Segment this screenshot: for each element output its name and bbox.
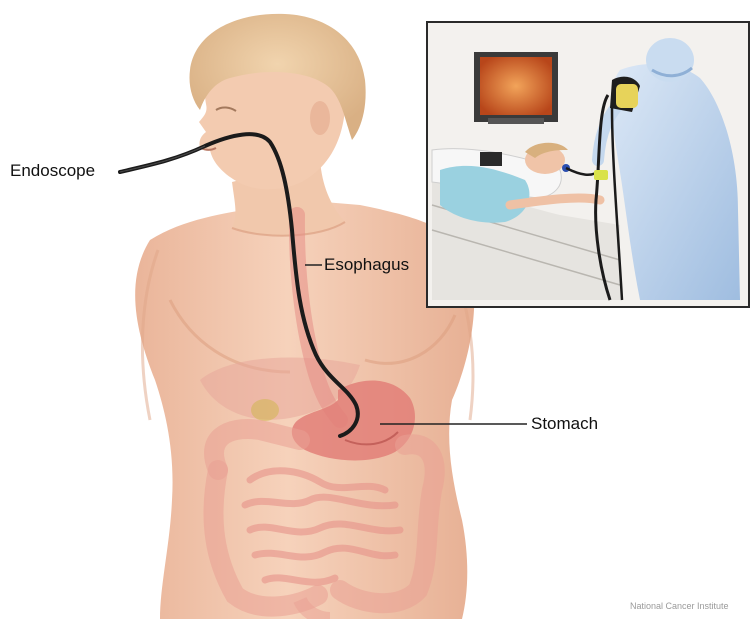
procedure-inset — [427, 22, 749, 307]
credit-text: National Cancer Institute — [630, 601, 729, 611]
label-esophagus: Esophagus — [324, 255, 409, 275]
label-stomach: Stomach — [531, 414, 598, 434]
label-endoscope: Endoscope — [10, 161, 95, 181]
monitor-icon — [474, 52, 558, 124]
